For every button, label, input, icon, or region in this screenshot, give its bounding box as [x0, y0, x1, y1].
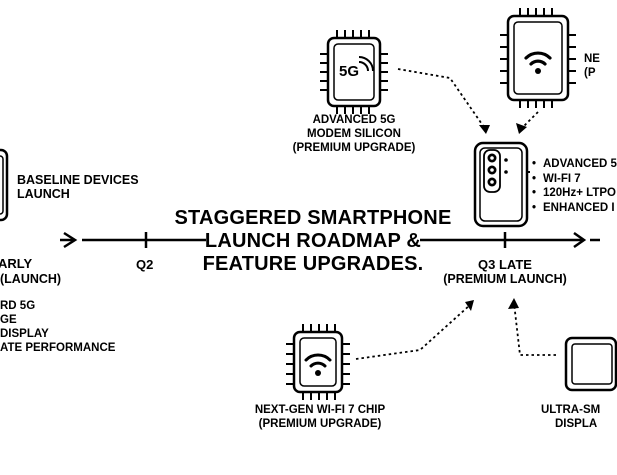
baseline-feature-item: GE [0, 314, 17, 326]
modem-chip-icon-text: 5G [339, 63, 360, 80]
display-label: ULTRA-SM DISPLA [541, 403, 600, 431]
wifi-chip-top-label-line-2: (P [584, 67, 596, 79]
early-launch-label: ARLY [0, 256, 32, 271]
modem-chip-label-line-3: (PREMIUM UPGRADE) [292, 142, 416, 154]
display-connector-arrowhead [508, 298, 519, 309]
early-label: ARLY [0, 256, 33, 271]
q2-label: Q2 [136, 257, 154, 272]
modem-chip-icon [320, 30, 388, 114]
wifi-chip-bottom-label-line-2: (PREMIUM UPGRADE) [258, 418, 382, 430]
display-device-icon [564, 336, 617, 392]
roadmap-diagram [0, 8, 617, 400]
display-label-line-1: ULTRA-SM [541, 404, 601, 416]
wifi-bottom-connector [355, 304, 471, 360]
modem-connector-arrowhead [479, 125, 490, 134]
title-line-2: LAUNCH ROADMAP & [204, 230, 422, 252]
early-launch-sub: (LAUNCH) [0, 272, 62, 286]
title-line-3: FEATURE UPGRADES. [202, 253, 424, 275]
diagram-title: STAGGERED SMARTPHONE LAUNCH ROADMAP & FE… [168, 207, 458, 276]
baseline-phone-icon [0, 148, 9, 222]
baseline-feature-list: RD 5G GE DISPLAY ATE PERFORMANCE [0, 299, 115, 355]
timeline-line [60, 231, 600, 249]
premium-phone-icon [473, 141, 530, 228]
wifi-top-connector [519, 111, 539, 131]
premium-feature-item: ENHANCED I [532, 201, 617, 216]
premium-feature-item: ADVANCED 5 [532, 157, 617, 172]
wifi-chip-bottom-label: NEXT-GEN WI-FI 7 CHIP (PREMIUM UPGRADE) [240, 403, 400, 431]
premium-feature-list: ADVANCED 5 WI-FI 7 120Hz+ LTPO ENHANCED … [532, 157, 617, 215]
wifi-chip-top-label: NE (P [584, 52, 600, 80]
premium-feature-item: 120Hz+ LTPO [532, 186, 617, 201]
q3-sub-label: (PREMIUM LAUNCH) [443, 272, 567, 286]
baseline-feature-item: ATE PERFORMANCE [0, 342, 116, 354]
display-label-line-2: DISPLA [555, 418, 598, 430]
modem-chip-label-line-1: ADVANCED 5G [312, 114, 396, 126]
modem-connector [397, 68, 487, 131]
wifi-chip-bottom-icon [286, 324, 350, 400]
baseline-feature-item: RD 5G [0, 300, 36, 312]
modem-chip-label: ADVANCED 5G MODEM SILICON (PREMIUM UPGRA… [288, 113, 420, 155]
wifi-top-connector-arrowhead [516, 123, 527, 134]
baseline-label-line-2: LAUNCH [17, 187, 70, 201]
wifi-chip-bottom-label-line-1: NEXT-GEN WI-FI 7 CHIP [254, 404, 386, 416]
wifi-chip-top-icon [500, 8, 576, 108]
premium-feature-item: WI-FI 7 [532, 172, 617, 187]
wifi-chip-top-label-line-1: NE [584, 53, 600, 65]
q3-label: Q3 LATE [478, 257, 532, 272]
modem-chip-label-line-2: MODEM SILICON [307, 128, 401, 140]
title-line-1: STAGGERED SMARTPHONE [174, 207, 452, 229]
display-connector [513, 302, 556, 356]
wifi-bottom-connector-arrowhead [465, 300, 474, 311]
baseline-label: BASELINE DEVICES LAUNCH [17, 173, 139, 201]
baseline-feature-item: DISPLAY [0, 328, 49, 340]
baseline-label-line-1: BASELINE DEVICES [17, 173, 139, 187]
timeline-arrow-right [573, 231, 587, 249]
